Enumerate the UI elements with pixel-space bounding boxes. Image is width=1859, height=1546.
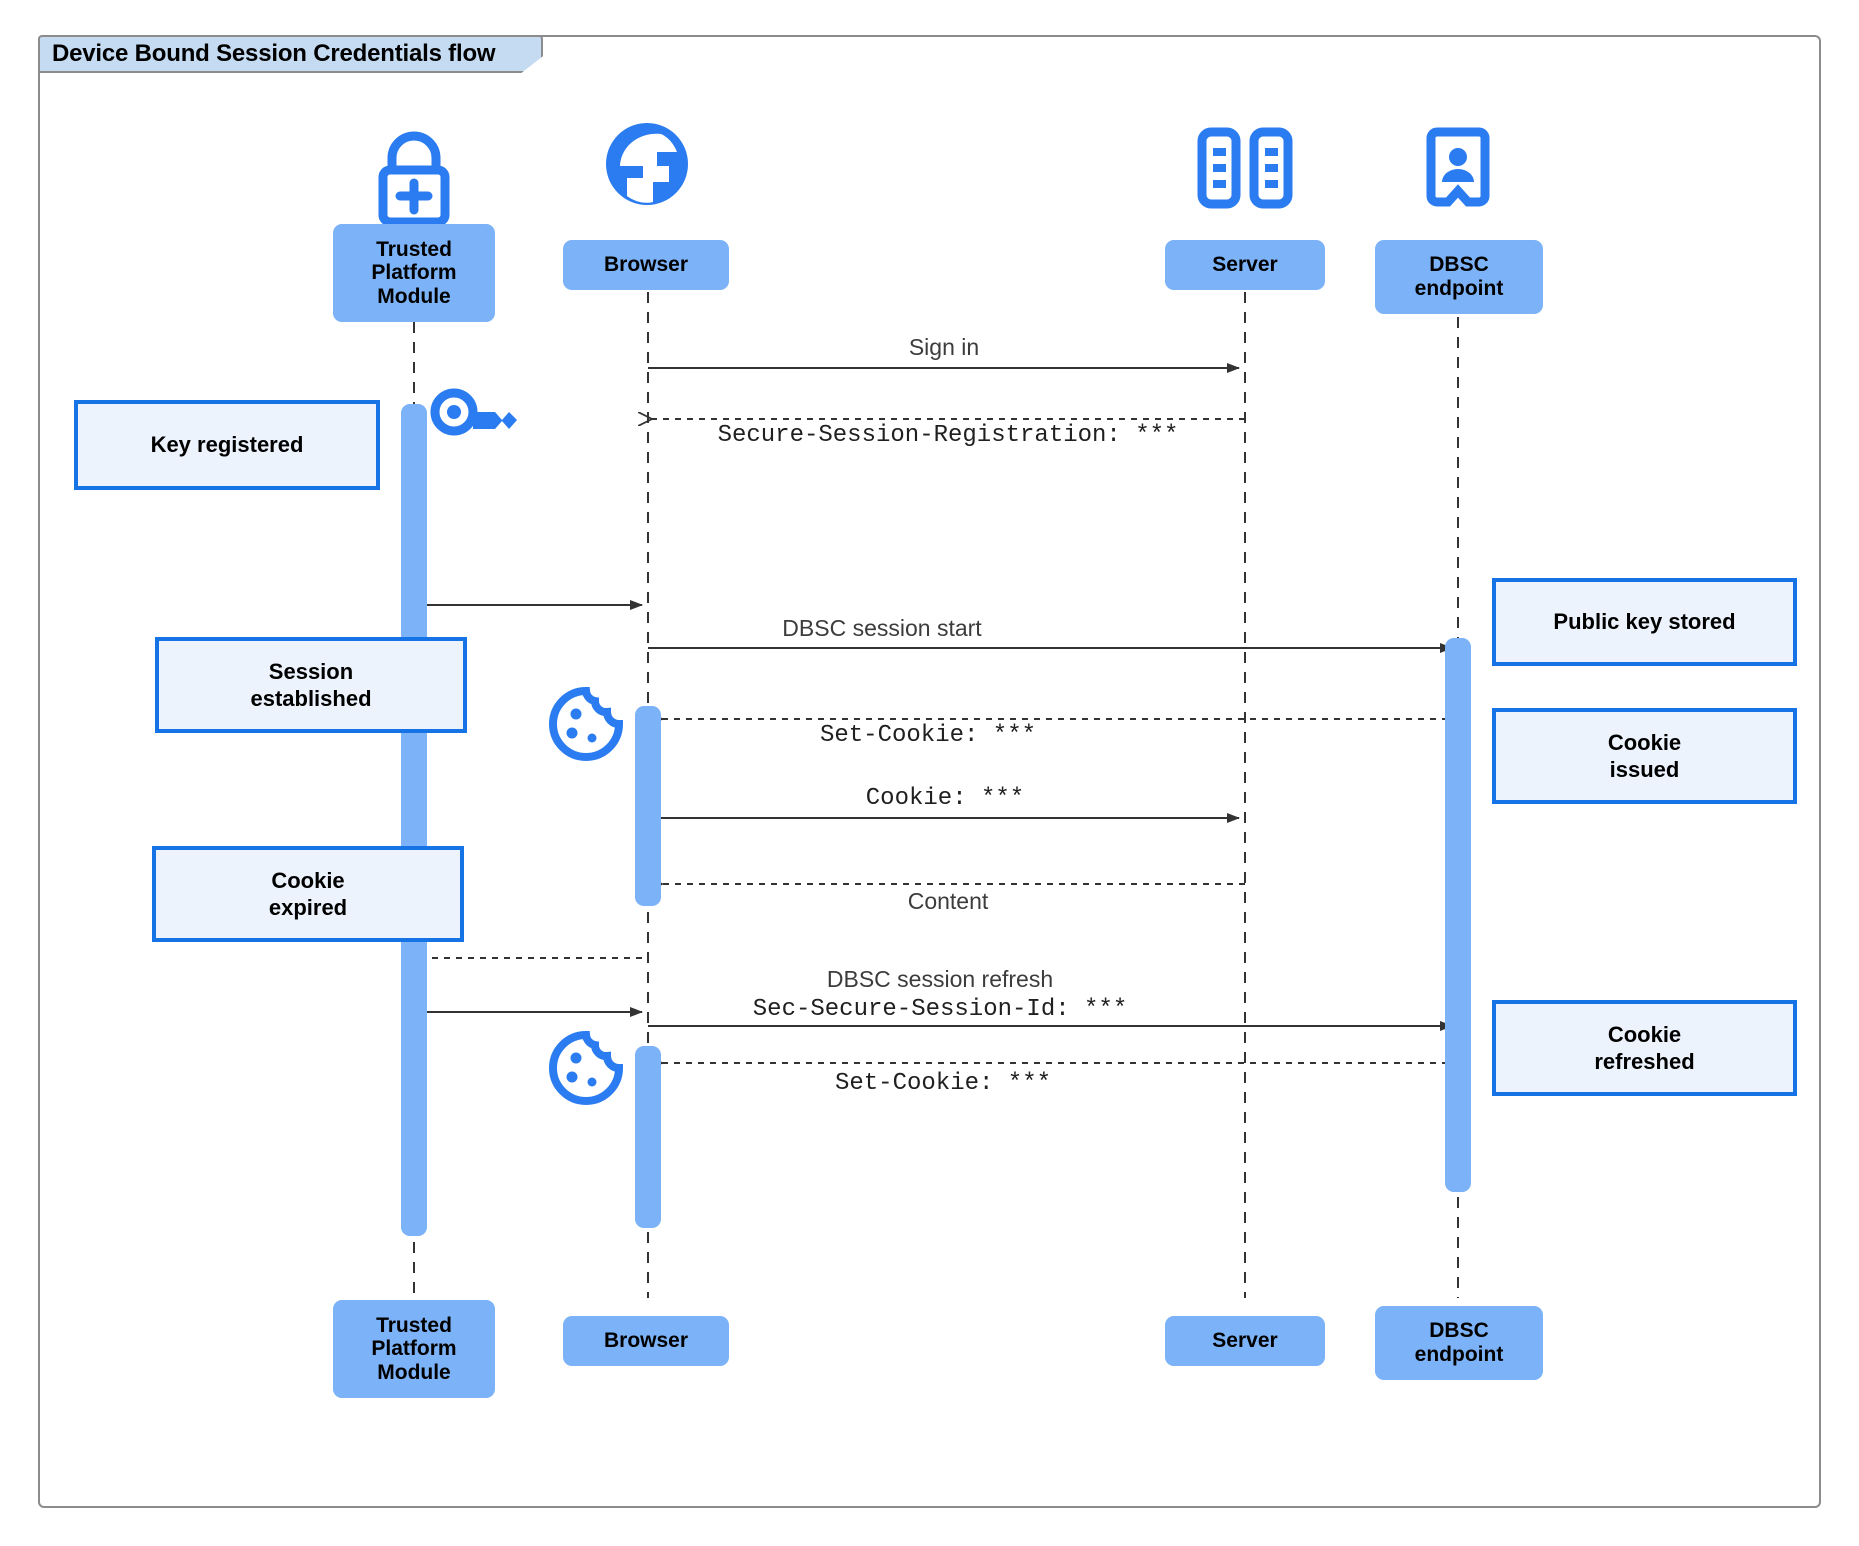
note-public-key-stored: Public key stored xyxy=(1492,578,1797,666)
note-cookie-issued: Cookie issued xyxy=(1492,708,1797,804)
participant-browser-top[interactable]: Browser xyxy=(563,240,729,290)
participant-label: DBSC endpoint xyxy=(1414,253,1504,300)
note-label: Key registered xyxy=(150,432,304,458)
participant-label: DBSC endpoint xyxy=(1414,1319,1504,1366)
message-label-dbsc-session-refresh: DBSC session refresh xyxy=(826,966,1054,992)
participant-server-bottom[interactable]: Server xyxy=(1165,1316,1325,1366)
participant-label: Trusted Platform Module xyxy=(371,237,457,308)
note-key-registered: Key registered xyxy=(74,400,380,490)
participant-label: Server xyxy=(1212,1329,1278,1353)
activation-bar-browser-2 xyxy=(635,1046,661,1228)
note-label: Session established xyxy=(250,658,372,712)
participant-dbsc-top[interactable]: DBSC endpoint xyxy=(1375,240,1543,314)
message-label-sign-in: Sign in xyxy=(908,334,980,360)
participant-label: Trusted Platform Module xyxy=(371,1313,457,1384)
note-cookie-refreshed: Cookie refreshed xyxy=(1492,1000,1797,1096)
participant-tpm-bottom[interactable]: Trusted Platform Module xyxy=(333,1300,495,1398)
participant-label: Browser xyxy=(603,1329,689,1353)
activation-bar-tpm xyxy=(401,404,427,1236)
participant-browser-bottom[interactable]: Browser xyxy=(563,1316,729,1366)
message-label-cookie: Cookie: *** xyxy=(865,785,1025,812)
activation-bar-browser-1 xyxy=(635,706,661,906)
message-label-set-cookie-2: Set-Cookie: *** xyxy=(834,1070,1052,1097)
participant-dbsc-bottom[interactable]: DBSC endpoint xyxy=(1375,1306,1543,1380)
note-label: Cookie expired xyxy=(268,867,348,921)
message-label-sec-secure-session-id: Sec-Secure-Session-Id: *** xyxy=(752,996,1128,1023)
note-label: Cookie refreshed xyxy=(1594,1021,1695,1075)
message-label-dbsc-session-start: DBSC session start xyxy=(782,615,982,641)
note-session-established: Session established xyxy=(155,637,467,733)
note-label: Public key stored xyxy=(1553,609,1736,635)
participant-label: Browser xyxy=(603,253,689,277)
message-label-secure-session-registration: Secure-Session-Registration: *** xyxy=(717,422,1179,449)
frame-title-label: Device Bound Session Credentials flow xyxy=(38,35,543,73)
participant-server-top[interactable]: Server xyxy=(1165,240,1325,290)
activation-bar-dbsc-1 xyxy=(1445,638,1471,1192)
note-cookie-expired: Cookie expired xyxy=(152,846,464,942)
message-label-set-cookie-1: Set-Cookie: *** xyxy=(819,722,1037,749)
participant-label: Server xyxy=(1212,253,1278,277)
message-label-content: Content xyxy=(907,888,989,914)
note-label: Cookie issued xyxy=(1607,729,1682,783)
participant-tpm-top[interactable]: Trusted Platform Module xyxy=(333,224,495,322)
